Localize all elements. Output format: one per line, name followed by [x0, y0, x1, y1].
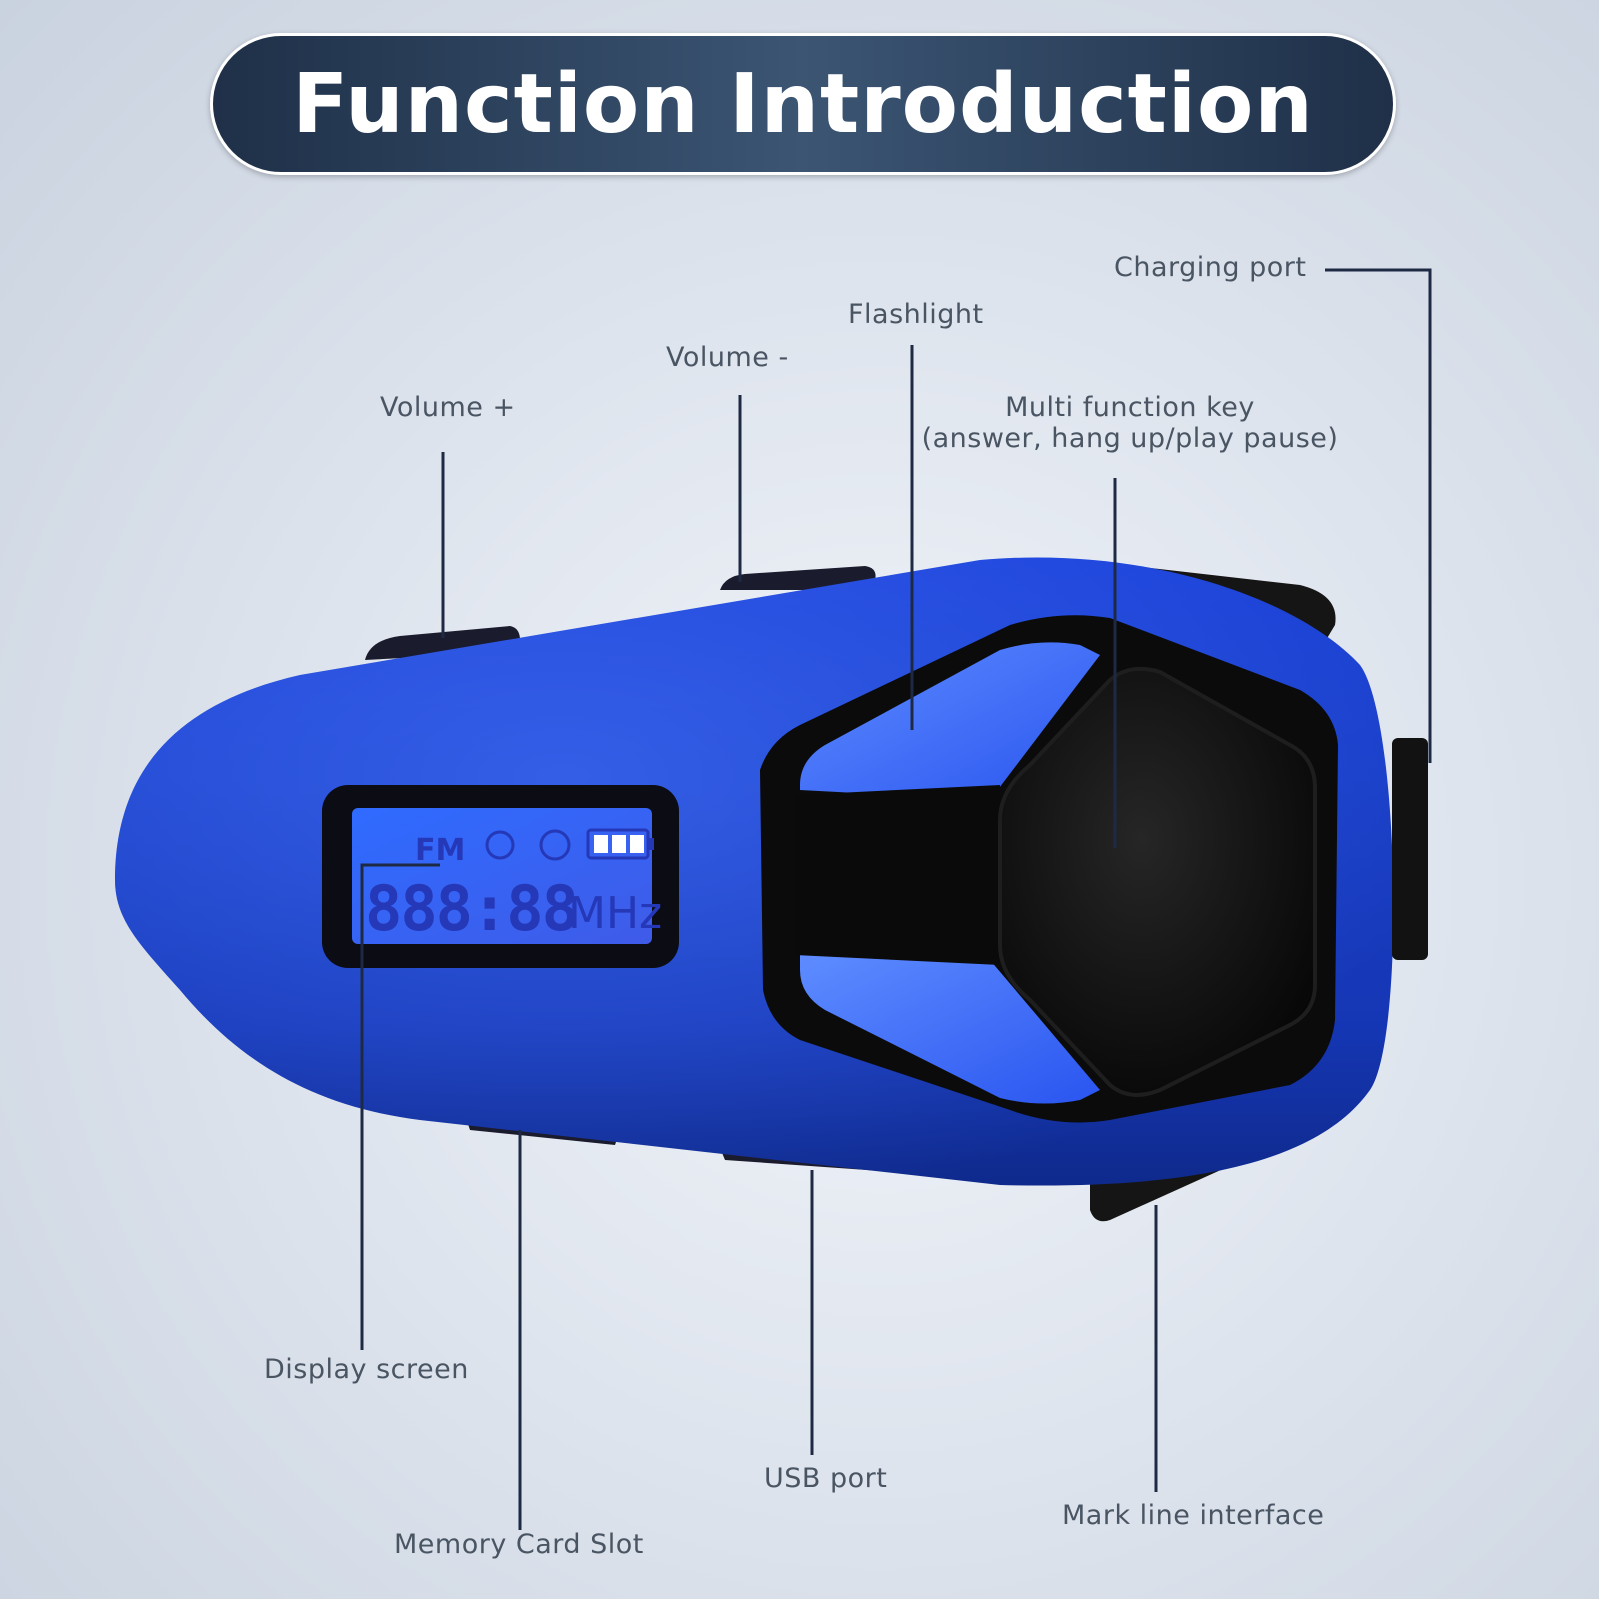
page-title: Function Introduction — [292, 56, 1314, 152]
lcd-screen — [352, 808, 652, 944]
label-flashlight: Flashlight — [848, 299, 984, 330]
label-multi-function-key: Multi function key (answer, hang up/play… — [920, 392, 1340, 454]
lcd-unit-text: MHz — [568, 888, 662, 939]
label-memory-card-slot: Memory Card Slot — [394, 1529, 644, 1560]
flashlight-glow-bottom — [800, 955, 1100, 1104]
multi-function-key-shape — [998, 666, 1317, 1097]
charging-port-shape — [1392, 738, 1428, 960]
label-volume-minus: Volume - — [666, 342, 789, 373]
leader-charging-port — [1325, 268, 1432, 763]
volume-minus-button-shape — [720, 566, 876, 590]
label-mark-line-interface: Mark line interface — [1062, 1500, 1325, 1531]
flashlight-glow-top — [800, 642, 1100, 800]
phone-icon — [539, 829, 571, 861]
link-icon — [485, 830, 515, 860]
lcd-mode-text: FM — [415, 833, 465, 868]
leader-display-screen — [360, 863, 440, 1350]
leader-lines — [360, 268, 1432, 1530]
label-display-screen: Display screen — [264, 1354, 469, 1385]
key-bar — [795, 785, 1000, 965]
label-multi-function-key-line2: (answer, hang up/play pause) — [921, 423, 1339, 454]
lcd-digits-text: 888:88 — [365, 872, 577, 945]
title-banner: Function Introduction — [210, 33, 1396, 175]
label-multi-function-key-line1: Multi function key — [1005, 392, 1255, 423]
lcd-icons — [485, 828, 650, 861]
label-volume-plus: Volume + — [380, 392, 516, 423]
label-charging-port: Charging port — [1114, 252, 1307, 283]
label-usb-port: USB port — [764, 1463, 888, 1494]
